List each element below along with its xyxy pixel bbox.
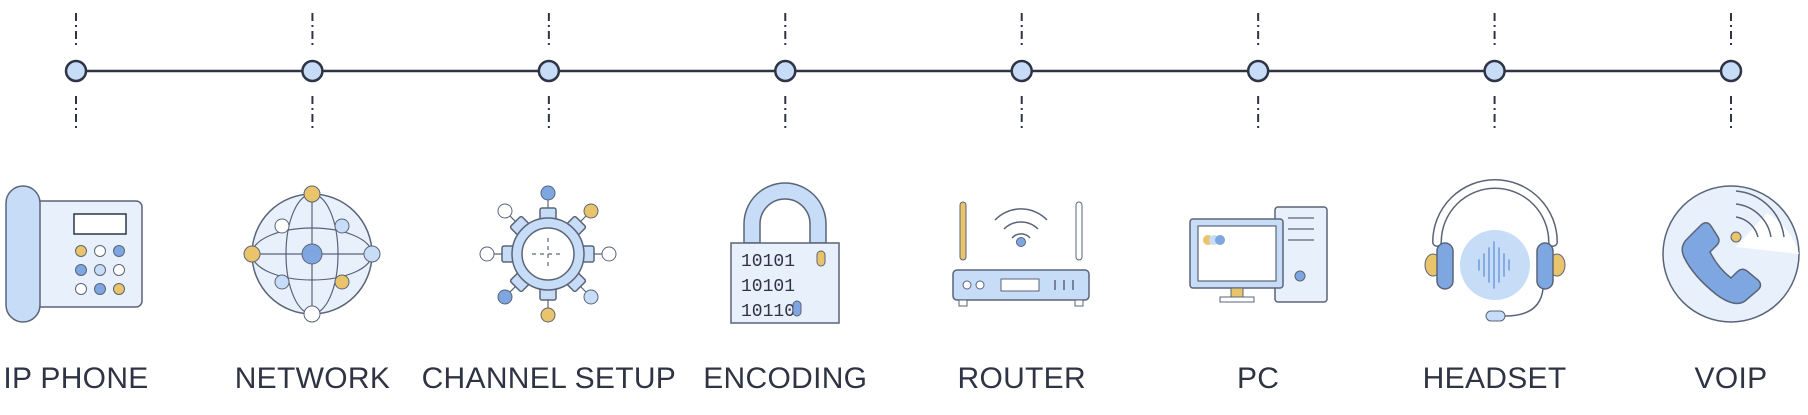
step-label: ENCODING <box>703 362 868 395</box>
step-label: VOIP <box>1694 362 1768 395</box>
voip-phone-icon <box>1662 185 1800 323</box>
timeline-node <box>1246 59 1270 83</box>
binary-row-1: 10101 <box>741 252 795 272</box>
step-label: HEADSET <box>1422 362 1567 395</box>
binary-row-3: 10110 <box>741 302 795 322</box>
timeline-node <box>537 59 561 83</box>
timeline-node <box>64 59 88 83</box>
timeline-node <box>1719 59 1743 83</box>
network-globe-icon <box>243 185 381 323</box>
timeline-node <box>774 59 797 83</box>
timeline-node <box>1483 59 1506 83</box>
timeline-node <box>1010 59 1033 83</box>
gear-nodes-icon <box>479 185 617 323</box>
step-label: PC <box>1237 362 1280 395</box>
step-label: IP PHONE <box>3 362 149 395</box>
binary-lock-icon: 10101 10101 10110 <box>730 182 840 324</box>
timeline-node <box>301 59 324 83</box>
binary-row-2: 10101 <box>741 277 795 297</box>
ip-phone-icon <box>5 185 143 323</box>
step-label: NETWORK <box>234 362 391 395</box>
step-label: ROUTER <box>957 362 1086 395</box>
step-label: CHANNEL SETUP <box>421 362 677 395</box>
desktop-computer-icon <box>1189 206 1328 303</box>
headset-icon <box>1424 179 1566 322</box>
router-icon <box>952 201 1090 307</box>
